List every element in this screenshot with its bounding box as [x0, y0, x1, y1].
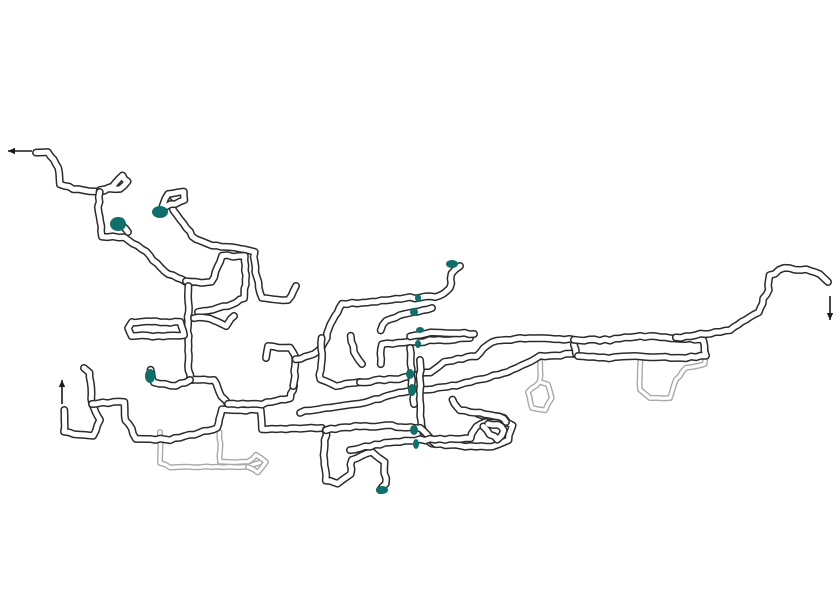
cave-passage-11-floor	[148, 367, 193, 389]
water-pool-icon-8	[415, 340, 421, 348]
cave-passage-25-wall	[671, 263, 832, 342]
cave-passage-32-floor	[450, 397, 509, 425]
cave-passage-14-floor	[225, 383, 297, 408]
cave-passage-23-floor	[357, 335, 579, 385]
water-pool-icon-1	[110, 217, 126, 231]
cave-passage-18-floor	[348, 333, 365, 367]
water-pool-icon-5	[415, 294, 421, 302]
water-pool-icon-4	[446, 260, 458, 268]
arrow-icon-2	[58, 380, 66, 404]
cave-passage-17-floor	[316, 335, 363, 389]
arrow-icon-1	[8, 147, 32, 155]
water-pool-icon-3	[145, 369, 155, 383]
cave-passage-28-floor	[321, 427, 389, 493]
cave-passage-7-floor	[183, 252, 249, 315]
lower-passage-4-floor	[637, 348, 708, 400]
lower-level-passages	[156, 347, 709, 476]
water-pools	[110, 206, 458, 494]
water-pool-icon-6	[410, 308, 418, 316]
cave-passage-6-floor	[159, 189, 187, 212]
cave-passage-15-floor	[263, 343, 298, 389]
cave-passage-31-floor	[480, 421, 507, 443]
cave-passage-19-floor	[378, 305, 435, 333]
cave-passage-5-floor	[165, 197, 299, 303]
cave-passage-2-floor	[97, 173, 131, 194]
lower-passage-1-floor	[158, 430, 264, 470]
water-pool-icon-11	[410, 425, 418, 435]
water-pool-icon-12	[413, 439, 419, 449]
arrow-icon-3	[826, 296, 834, 320]
cave-passage-13-floor	[89, 399, 325, 443]
cave-passage-24-floor	[571, 333, 709, 361]
main-cave-passages	[32, 148, 832, 494]
cave-passage-30-floor	[347, 419, 489, 453]
cave-passage-9-floor	[125, 318, 187, 340]
lower-passage-3-floor	[526, 360, 554, 412]
cave-passage-3-floor	[95, 189, 199, 285]
water-pool-icon-13	[376, 486, 388, 494]
cave-passage-8-floor	[184, 283, 231, 407]
cave-passage-22-floor	[297, 351, 579, 416]
water-pool-icon-7	[416, 327, 424, 333]
cave-passage-1-floor	[33, 149, 103, 195]
entrance-arrows	[8, 147, 834, 404]
cave-passage-10-floor	[191, 313, 237, 329]
water-pool-icon-10	[408, 384, 416, 396]
cave-passage-25-floor	[673, 265, 831, 341]
cave-passage-29-floor	[323, 411, 516, 450]
cave-passage-21-floor	[407, 329, 477, 339]
lower-passage-2-floor	[217, 430, 268, 474]
water-pool-icon-2	[152, 206, 168, 218]
cave-passage-12-floor	[61, 365, 103, 439]
water-pool-icon-9	[406, 369, 414, 379]
